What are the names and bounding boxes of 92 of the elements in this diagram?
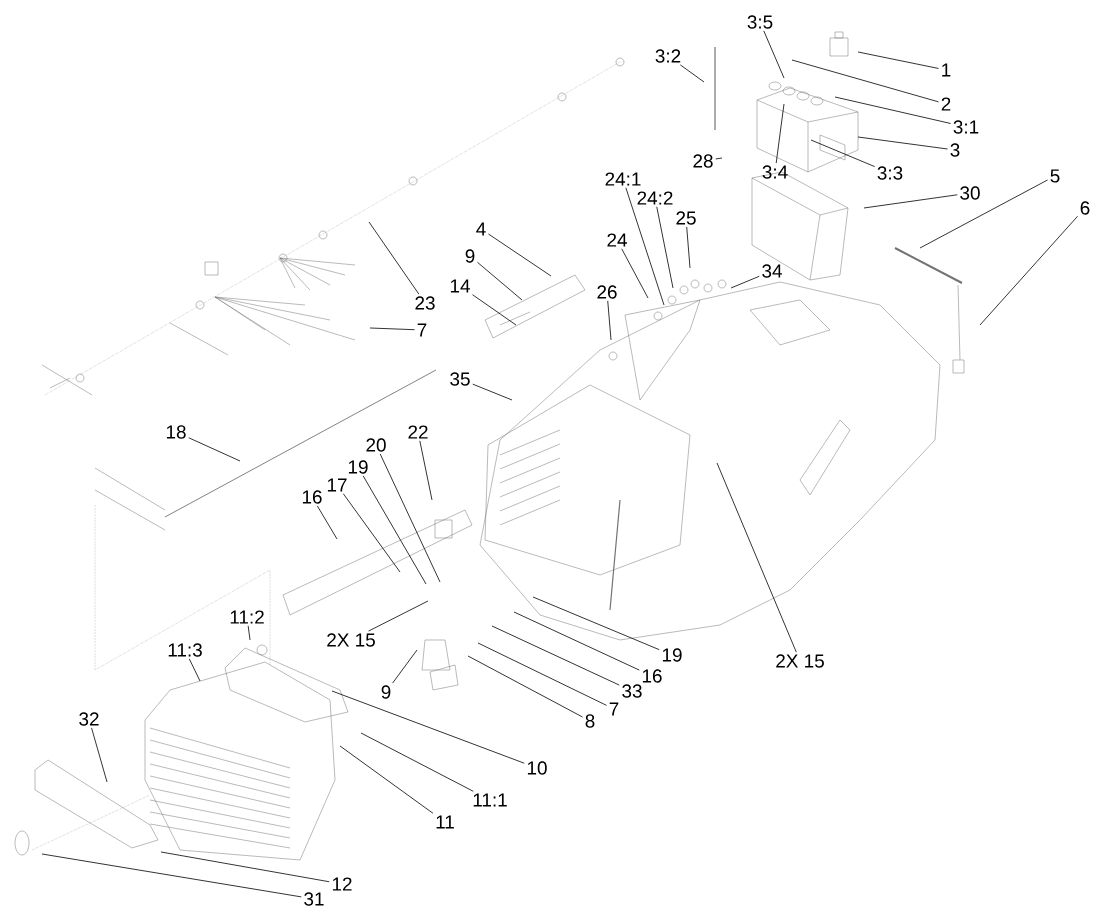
callout-number: 2X 15 [327,633,375,647]
callout-number: 2 [941,97,951,111]
leader-line [331,690,525,764]
callout-number: 3 [950,143,960,157]
leader-line [686,226,691,269]
leader-line [730,275,760,289]
leader-line [368,600,429,632]
callout-number: 3:3 [877,166,903,180]
leader-line [392,649,418,684]
leader-line [810,139,876,167]
leader-line [621,248,649,299]
leader-line [857,51,939,69]
callout-number: 8 [585,714,595,728]
callout-number: 3:2 [655,49,681,63]
callout-number: 2X 15 [776,654,824,668]
callout-number: 19 [348,460,368,474]
leader-line [488,233,552,277]
leader-line [379,453,441,583]
callout-number: 32 [79,712,99,726]
callout-number: 9 [381,685,391,699]
callout-number: 3:4 [762,165,788,179]
callout-number: 35 [450,372,470,386]
leader-line [857,136,948,150]
leader-line [339,745,434,814]
leader-line [763,30,785,79]
callout-number: 11:2 [230,610,264,624]
callout-number: 1 [942,63,951,77]
leader-line [791,59,939,103]
callout-number: 30 [960,186,980,200]
callout-number: 5 [1050,169,1060,183]
callout-number: 26 [597,285,617,299]
callout-number: 3:1 [953,120,979,134]
callout-number: 22 [408,425,428,439]
callout-number: 25 [676,211,696,225]
leader-line [316,505,338,540]
callout-number: 24:2 [637,191,673,205]
leader-line [979,215,1078,326]
callout-number: 14 [450,279,470,293]
leader-line [715,157,723,160]
leader-line [775,103,785,164]
leader-line [491,625,620,686]
leader-line [419,440,433,501]
leader-line [477,642,607,706]
leader-line [513,611,640,671]
leader-line [656,206,674,289]
callout-number: 24 [607,233,627,247]
callout-number: 11:1 [473,793,507,807]
leader-line [477,261,523,301]
leader-line [188,437,241,462]
leader-line [247,625,251,641]
callout-number: 20 [366,438,386,452]
callout-number: 6 [1080,201,1090,215]
leader-line [532,596,660,651]
leader-line [160,851,330,883]
callout-number: 3:5 [747,15,773,29]
callout-number: 23 [415,296,435,310]
leader-line [362,475,427,585]
leader-line [834,96,952,124]
callout-number: 11:3 [168,643,202,657]
callout-number: 31 [304,892,324,906]
leader-line [369,327,415,331]
leader-line [607,300,612,341]
leader-line [472,294,517,326]
callout-number: 12 [332,877,352,891]
leader-line [41,853,302,898]
callout-number: 18 [166,425,186,439]
leader-line [188,658,201,682]
callout-number: 9 [465,249,475,263]
leader-line [368,221,420,295]
leader-line [625,187,665,306]
callout-number: 11 [436,815,454,829]
leader-line [863,194,958,209]
leader-line [472,383,513,401]
callout-number: 7 [609,702,619,716]
leader-line [360,732,474,792]
leader-line [919,179,1048,249]
callout-number: 4 [476,222,486,236]
leader-line [716,462,797,653]
callout-number: 16 [302,490,322,504]
callout-number: 28 [693,154,713,168]
callout-number: 10 [527,761,547,775]
leader-line [467,655,583,718]
callout-number: 7 [417,323,427,337]
callout-number: 16 [642,669,662,683]
leader-line [91,727,108,783]
callout-number: 34 [762,264,782,278]
leader-line [342,493,401,573]
callout-number: 19 [662,648,682,662]
leader-line [679,64,705,83]
callout-number: 33 [622,684,642,698]
callout-number: 17 [327,478,347,492]
callout-number: 24:1 [605,172,641,186]
